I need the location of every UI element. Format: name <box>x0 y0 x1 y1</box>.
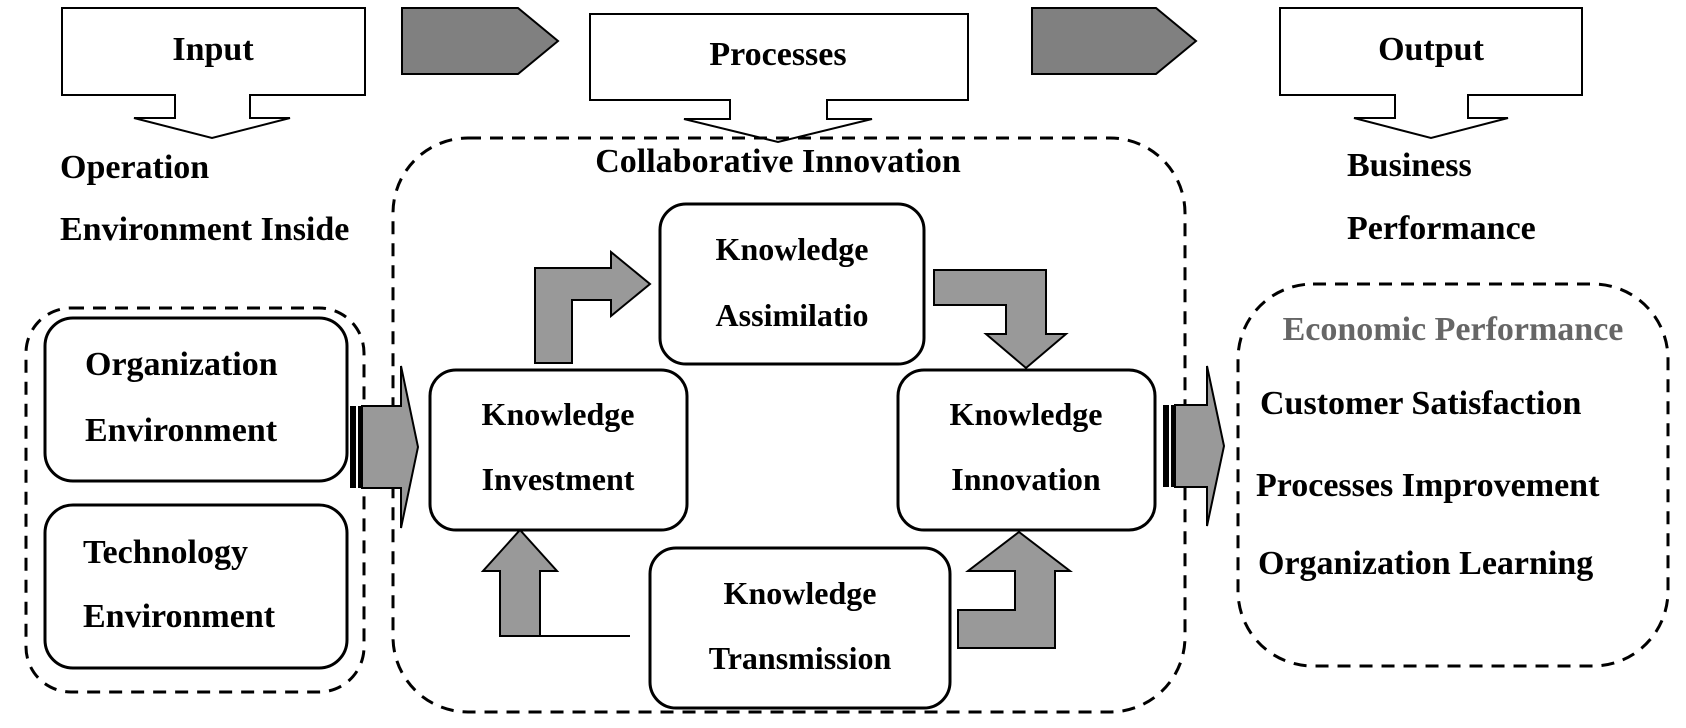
organization-learning-label: Organization Learning <box>1258 545 1593 582</box>
organization-environment-box: Organization Environment <box>43 316 349 483</box>
knowledge-innovation-node: Knowledge Innovation <box>896 368 1157 532</box>
organization-environment-line1: Organization <box>85 346 278 383</box>
knowledge-investment-node: Knowledge Investment <box>428 368 689 532</box>
input-stage: Input <box>61 7 366 140</box>
flow-arrow-environment-to-investment <box>350 365 420 529</box>
organization-environment-line2: Environment <box>85 412 278 449</box>
knowledge-investment-line1: Knowledge <box>482 396 635 432</box>
output-stage: Output <box>1279 7 1583 140</box>
customer-satisfaction-label: Customer Satisfaction <box>1260 385 1581 422</box>
output-label-line2: Performance <box>1347 210 1536 247</box>
knowledge-transmission-line1: Knowledge <box>724 575 877 611</box>
processes-stage-label: Processes <box>709 36 846 73</box>
cycle-arrow-investment-to-assimilation <box>534 249 652 364</box>
economic-performance-label: Economic Performance <box>1283 311 1624 348</box>
output-label-line1: Business <box>1347 147 1472 184</box>
knowledge-investment-line2: Investment <box>482 461 635 497</box>
cycle-arrow-transmission-to-investment <box>480 528 630 637</box>
cycle-arrow-assimilation-to-innovation <box>933 269 1069 370</box>
knowledge-assimilation-line1: Knowledge <box>716 231 869 267</box>
output-callout-box <box>1279 7 1583 140</box>
input-label-line1: Operation <box>60 149 209 186</box>
output-stage-label: Output <box>1378 31 1484 68</box>
performance-group-border <box>1236 282 1670 668</box>
stage-arrow-processes-to-output <box>1031 7 1198 75</box>
knowledge-transmission-node: Knowledge Transmission <box>648 546 952 710</box>
knowledge-innovation-line1: Knowledge <box>950 396 1103 432</box>
knowledge-assimilation-line2: Assimilatio <box>716 297 869 333</box>
processes-callout-box <box>589 13 969 144</box>
stage-arrow-input-to-processes <box>401 7 560 75</box>
technology-environment-line1: Technology <box>83 534 248 571</box>
processes-stage: Processes <box>589 13 969 144</box>
knowledge-transmission-line2: Transmission <box>709 640 892 676</box>
flow-arrow-innovation-to-performance <box>1163 365 1226 527</box>
knowledge-assimilation-node: Knowledge Assimilatio <box>658 202 926 366</box>
collaborative-innovation-title: Collaborative Innovation <box>595 143 961 180</box>
knowledge-innovation-line2: Innovation <box>951 461 1101 497</box>
processes-improvement-label: Processes Improvement <box>1256 467 1600 504</box>
input-label-line2: Environment Inside <box>60 211 349 248</box>
technology-environment-line2: Environment <box>83 598 276 635</box>
input-callout-box <box>61 7 366 140</box>
input-stage-label: Input <box>172 31 254 68</box>
cycle-arrow-transmission-to-innovation <box>957 530 1073 649</box>
environment-group-border <box>24 306 366 694</box>
technology-environment-box: Technology Environment <box>43 503 349 670</box>
